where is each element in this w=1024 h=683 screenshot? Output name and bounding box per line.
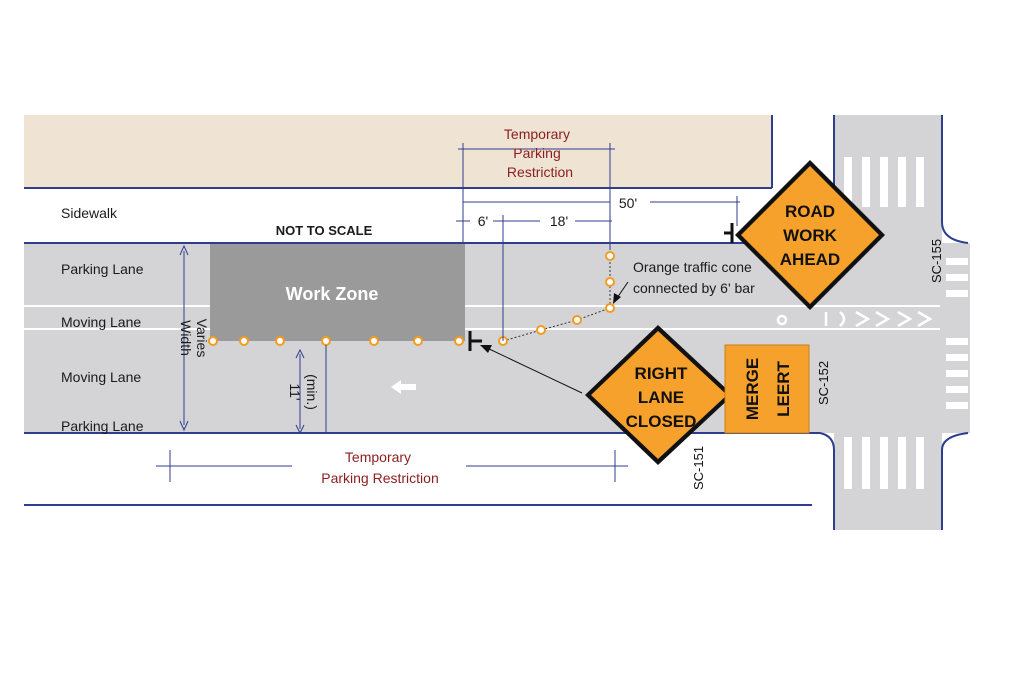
sign-code-sc155: SC-155: [929, 239, 944, 283]
moving-lane-2-label: Moving Lane: [61, 369, 141, 385]
traffic-cone: [572, 315, 582, 325]
leader-arrowhead: [480, 345, 492, 353]
right-lane-closed-sign: RIGHT LANE CLOSED: [585, 325, 733, 465]
right-lane-sign-line1: RIGHT: [635, 364, 689, 383]
cone-note-line2: connected by 6' bar: [633, 280, 755, 296]
cross-curb-right-top: [941, 115, 969, 244]
bike-lane-marking: [776, 310, 933, 328]
min-width-label-1: 11': [287, 383, 303, 400]
merge-sign: MERGE LEERT: [724, 344, 810, 434]
parking-lane-top-label: Parking Lane: [61, 261, 144, 277]
dim-50-label: 50': [619, 195, 637, 211]
sidewalk-label: Sidewalk: [61, 205, 118, 221]
crosswalk-bottom: [844, 437, 924, 489]
traffic-cone: [239, 336, 249, 346]
road-work-sign-line3: AHEAD: [780, 250, 840, 269]
cone-line: [208, 336, 464, 346]
cross-curb-left-bottom: [819, 432, 835, 530]
cone-note-line1: Orange traffic cone: [633, 259, 752, 275]
work-zone-label: Work Zone: [286, 284, 379, 304]
traffic-cone: [208, 336, 218, 346]
traffic-cone: [321, 336, 331, 346]
parking-lane-bottom-label: Parking Lane: [61, 418, 144, 434]
leader-arrowhead: [613, 293, 621, 304]
merge-sign-line2: LEERT: [774, 361, 793, 417]
barricade-marker: [724, 223, 734, 243]
moving-lane-1-label: Moving Lane: [61, 314, 141, 330]
work-zone: [210, 244, 465, 341]
parking-restriction-bottom-line2: Parking Restriction: [321, 470, 439, 486]
not-to-scale-label: NOT TO SCALE: [276, 223, 373, 238]
parking-restriction-top-line3: Restriction: [507, 164, 573, 180]
min-width-label-2: (min.): [304, 374, 320, 410]
parking-restriction-top-line1: Temporary: [504, 126, 570, 142]
traffic-cone: [369, 336, 379, 346]
traffic-cone: [605, 277, 615, 287]
merge-sign-line1: MERGE: [743, 358, 762, 420]
taper-cones: [498, 251, 615, 346]
road-work-sign-line2: WORK: [783, 226, 838, 245]
taper-line: [502, 256, 611, 342]
building-frontage: [24, 115, 772, 187]
road-work-sign-line1: ROAD: [785, 202, 835, 221]
width-varies-label-2: Varies: [194, 319, 210, 358]
traffic-cone: [536, 325, 546, 335]
dim-18-label: 18': [550, 213, 568, 229]
right-lane-sign-line3: CLOSED: [626, 412, 697, 431]
road-work-ahead-sign: ROAD WORK AHEAD: [735, 160, 885, 310]
traffic-direction-arrow: [391, 380, 416, 394]
barricade-marker: [468, 331, 482, 351]
dim-6-label: 6': [478, 213, 488, 229]
parking-restriction-bottom-line1: Temporary: [345, 449, 411, 465]
sign-code-sc152: SC-152: [816, 361, 831, 405]
leader-line: [484, 346, 583, 394]
crosswalk-right: [946, 258, 968, 409]
traffic-cone: [605, 251, 615, 261]
right-lane-sign-line2: LANE: [638, 388, 684, 407]
sign-code-sc151: SC-151: [691, 446, 706, 490]
traffic-cone: [454, 336, 464, 346]
parking-restriction-top-line2: Parking: [513, 145, 560, 161]
width-varies-label-1: Width: [178, 320, 194, 356]
traffic-cone: [605, 303, 615, 313]
leader-line: [616, 281, 629, 299]
cross-curb-right-bottom: [941, 432, 969, 530]
traffic-cone: [413, 336, 423, 346]
traffic-cone: [275, 336, 285, 346]
crosswalk-top: [844, 157, 924, 207]
